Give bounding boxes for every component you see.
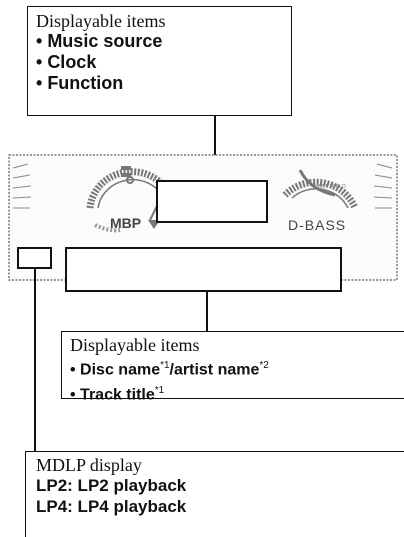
middle-callout-box: Displayable items • Disc name*1/artist n…: [61, 331, 404, 404]
middle-callout-title: Displayable items: [70, 335, 200, 355]
top-item-2: • Clock: [36, 52, 97, 72]
middle-item-1: • Disc name*1/artist name*2: [70, 360, 269, 379]
display-panel: MBP ABT 76 BLD D-BASS: [8, 154, 398, 292]
middle-item-2: • Track title*1: [70, 385, 165, 404]
mbp-label: MBP: [110, 215, 141, 231]
mdlp-line-2: LP4: LP4 playback: [36, 497, 187, 516]
bottom-callout-box: MDLP display LP2: LP2 playback LP4: LP4 …: [25, 451, 404, 537]
right-edge-hatching: [373, 163, 393, 209]
left-edge-hatching: [12, 163, 32, 209]
mdlp-indicator-box: [17, 247, 52, 269]
right-dial: [282, 169, 359, 210]
bottom-callout-title: MDLP display: [36, 455, 142, 475]
top-callout-title: Displayable items: [36, 11, 166, 31]
tiny-label: ABT 76 BLD: [318, 184, 346, 190]
bottom-display-window: [65, 247, 342, 292]
bottom-leader-line: [34, 268, 36, 452]
dbass-label: D-BASS: [288, 217, 346, 233]
top-item-1: • Music source: [36, 31, 163, 51]
center-display-window: [156, 180, 268, 223]
top-callout-box: Displayable items • Music source • Clock…: [27, 6, 292, 116]
middle-leader-line: [206, 291, 208, 331]
mdlp-line-1: LP2: LP2 playback: [36, 476, 187, 495]
left-dial-foot: [94, 223, 121, 233]
top-leader-line: [214, 116, 216, 181]
top-item-3: • Function: [36, 73, 124, 93]
